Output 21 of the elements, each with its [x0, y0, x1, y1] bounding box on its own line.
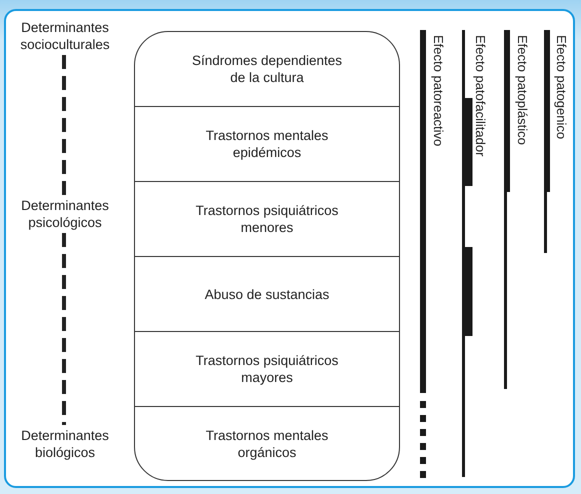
disorder-row — [134, 106, 400, 181]
disorder-row — [134, 31, 400, 106]
effect-label: Efecto patogenico — [554, 35, 569, 140]
dashed-connector — [62, 233, 66, 425]
disorder-row — [134, 331, 400, 406]
disorder-row — [134, 406, 400, 481]
dashed-connector — [62, 55, 66, 195]
row-text: Síndromes dependientes de la cultura — [190, 52, 344, 86]
determinant-label: Determinantes socioculturales — [6, 19, 124, 53]
row-text: Trastornos psiquiátricos menores — [194, 202, 340, 236]
effect-label: Efecto patoplástico — [515, 35, 530, 145]
row-text: Trastornos mentales epidémicos — [204, 127, 330, 161]
disorder-row — [134, 256, 400, 331]
row-text: Trastornos mentales orgánicos — [204, 426, 330, 460]
disorder-row — [134, 181, 400, 256]
row-text: Abuso de sustancias — [204, 286, 330, 302]
determinant-label: Determinantes psicológicos — [6, 197, 124, 231]
effect-label: Efecto patoreactivo — [431, 35, 446, 146]
determinant-label: Determinantes biológicos — [6, 427, 124, 461]
effect-label: Efecto patofacilitador — [473, 35, 488, 156]
row-text: Trastornos psiquiátricos mayores — [194, 352, 340, 386]
